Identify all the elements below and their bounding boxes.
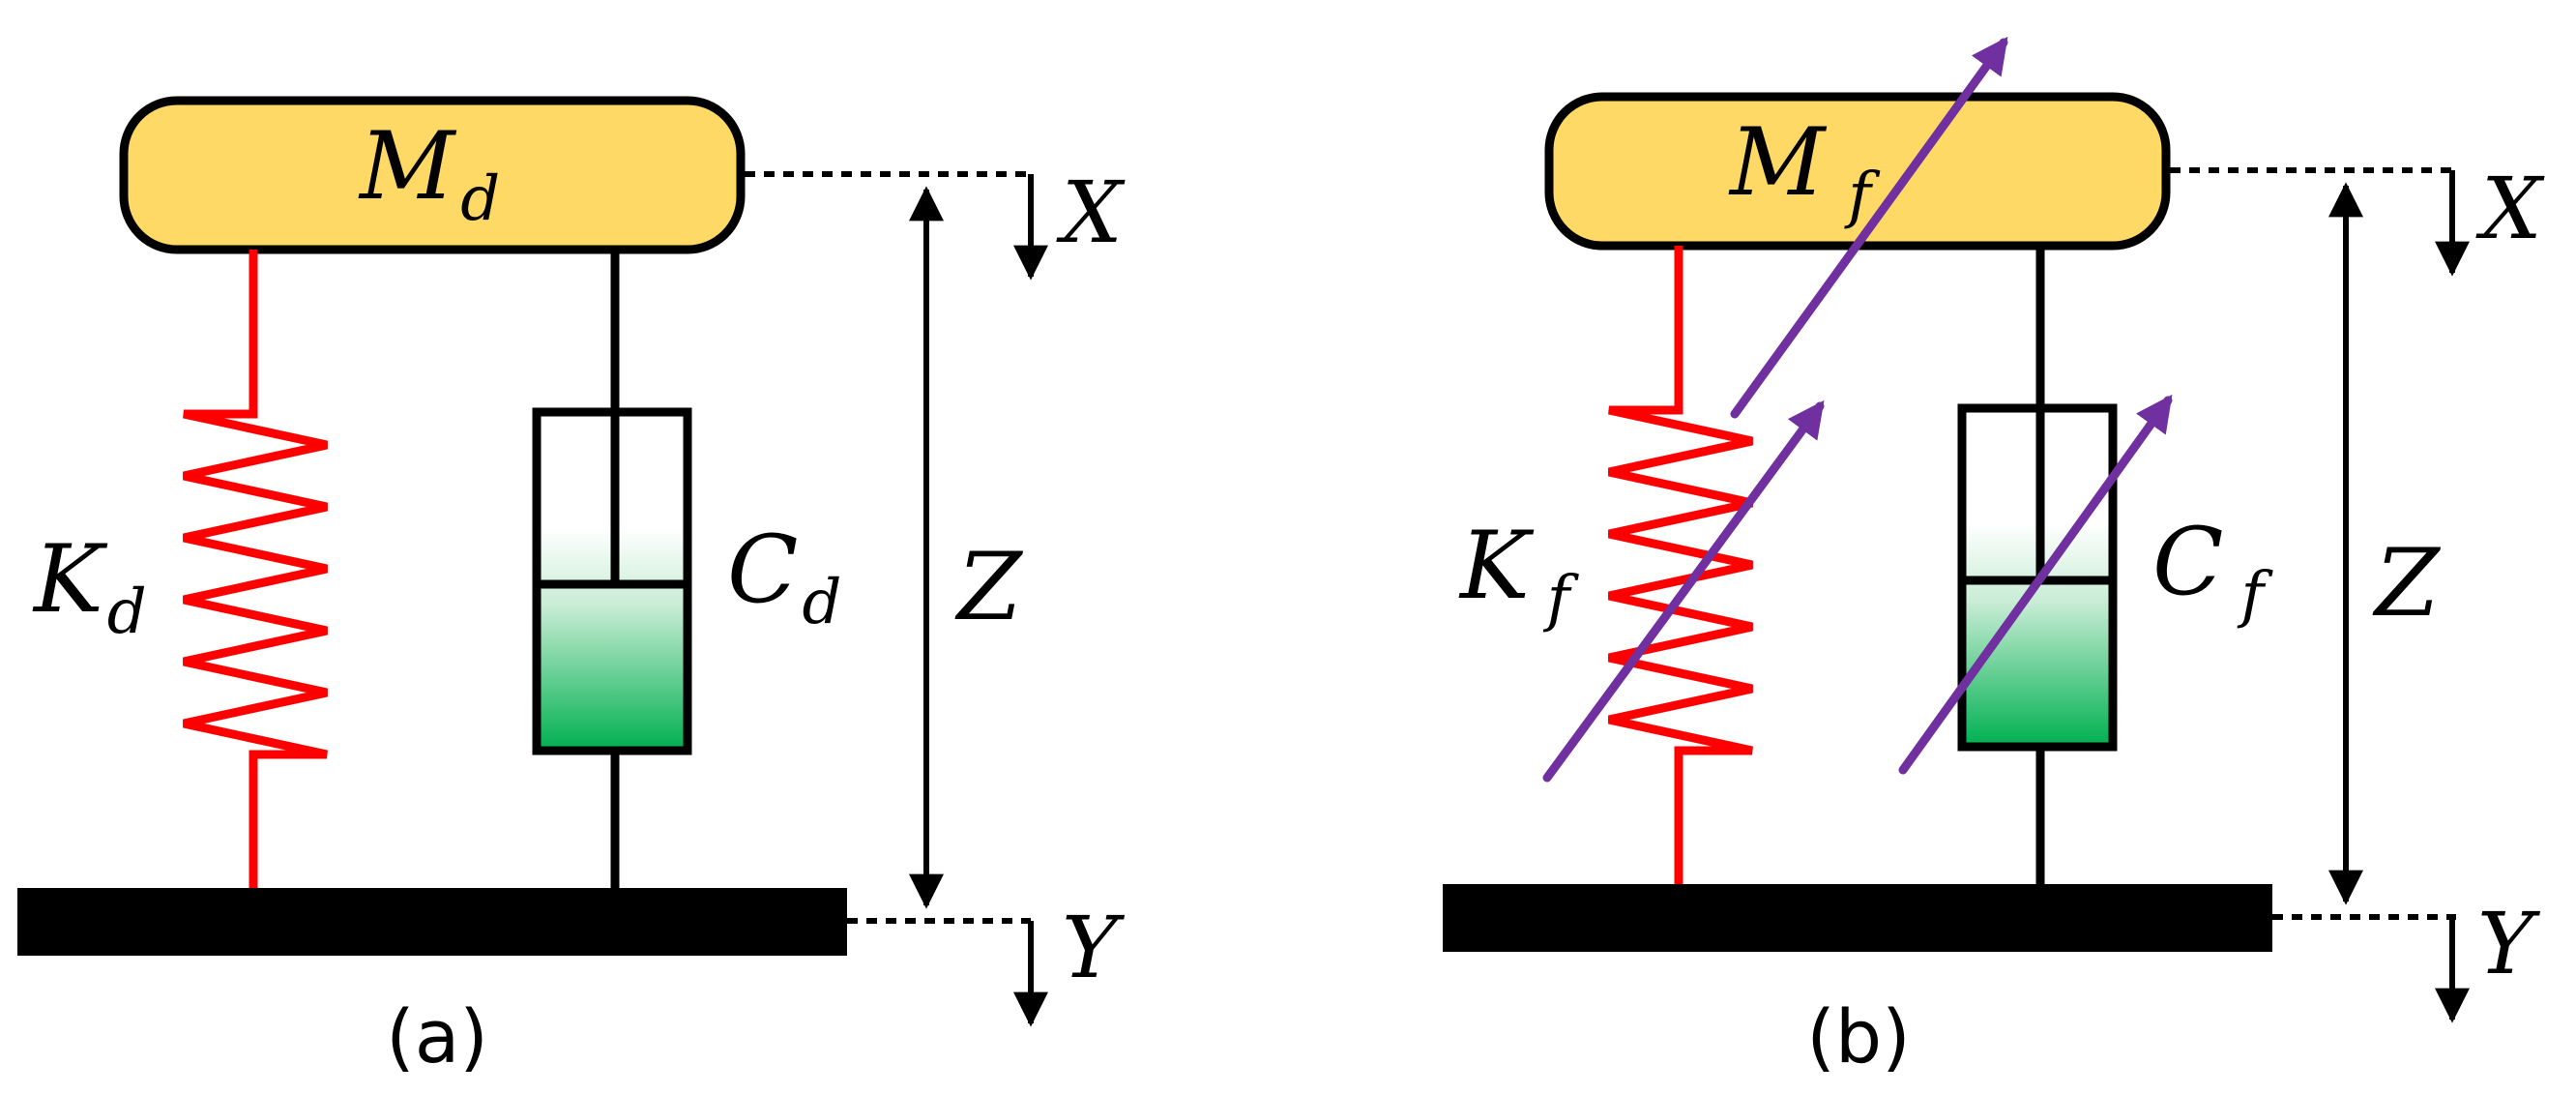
top-displacement-label: X [1056, 163, 1126, 262]
top-displacement-label: X [2475, 159, 2545, 258]
spring-label: Kd [32, 525, 147, 648]
variable-mass-arrow [1730, 36, 2008, 419]
damper [1957, 246, 2118, 884]
ground-plate [17, 888, 847, 956]
spring [1608, 246, 1753, 884]
damper-label: Cd [727, 516, 841, 638]
variable-stiffness-arrow [1542, 399, 1825, 783]
panel-caption: (b) [1806, 993, 1911, 1079]
variable-damping-arrow [1898, 394, 2173, 775]
mass-label: Md [358, 112, 500, 235]
panel-a: Md Kd Cd Z X Y [17, 96, 1126, 1079]
damper [532, 250, 692, 888]
ground-plate [1443, 884, 2272, 952]
bottom-displacement-label: Y [2477, 894, 2541, 993]
spring [183, 250, 328, 888]
panel-caption: (a) [386, 993, 488, 1079]
mass-block [119, 96, 746, 254]
relative-displacement-label: Z [954, 533, 1024, 641]
relative-displacement-label: Z [2372, 529, 2442, 637]
bottom-displacement-label: Y [1062, 898, 1126, 997]
